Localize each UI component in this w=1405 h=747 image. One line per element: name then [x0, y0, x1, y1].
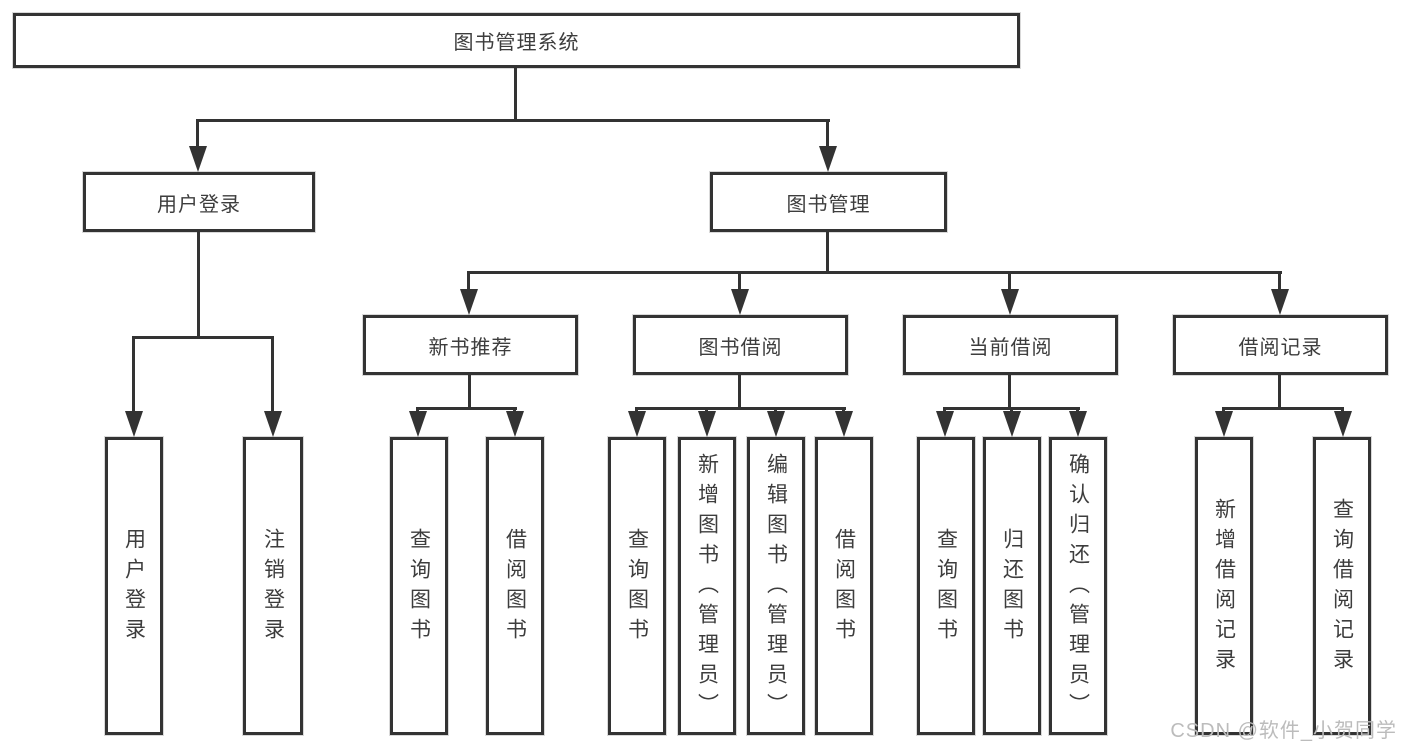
arrow-down-icon [835, 411, 853, 437]
arrow-down-icon [1003, 411, 1021, 437]
connector-line [468, 375, 471, 410]
node-return-books: 归还图书 [983, 437, 1041, 735]
node-logout: 注销登录 [243, 437, 303, 735]
connector-line [196, 119, 199, 150]
connector-line [738, 271, 741, 293]
connector-line [196, 119, 830, 122]
node-current-borrowing: 当前借阅 [903, 315, 1118, 375]
connector-line [635, 407, 846, 410]
arrow-down-icon [1215, 411, 1233, 437]
arrow-down-icon [189, 146, 207, 172]
arrow-down-icon [819, 146, 837, 172]
arrow-down-icon [1069, 411, 1087, 437]
node-query-borrow-record: 查询借阅记录 [1313, 437, 1371, 735]
node-borrow-books: 借阅图书 [815, 437, 873, 735]
node-user-login: 用户登录 [83, 172, 315, 232]
arrow-down-icon [125, 411, 143, 437]
node-query-books-recommend: 查询图书 [390, 437, 448, 735]
connector-line [826, 119, 829, 150]
connector-line [467, 271, 1282, 274]
arrow-down-icon [628, 411, 646, 437]
connector-line [132, 336, 274, 339]
connector-line [1278, 271, 1281, 293]
connector-line [826, 232, 829, 274]
arrow-down-icon [506, 411, 524, 437]
connector-line [132, 336, 135, 415]
connector-line [1278, 375, 1281, 410]
csdn-watermark: CSDN @软件_小贺同学 [1170, 720, 1397, 742]
arrow-down-icon [1271, 289, 1289, 315]
arrow-down-icon [936, 411, 954, 437]
node-user-login-leaf: 用户登录 [105, 437, 163, 735]
connector-line [738, 375, 741, 410]
connector-line [467, 271, 470, 293]
node-book-borrowing: 图书借阅 [633, 315, 848, 375]
node-query-books-current: 查询图书 [917, 437, 975, 735]
arrow-down-icon [767, 411, 785, 437]
connector-line [514, 68, 517, 122]
connector-line [1008, 375, 1011, 410]
connector-line [271, 336, 274, 415]
connector-line [416, 407, 517, 410]
connector-line [197, 232, 200, 339]
node-new-book-recommend: 新书推荐 [363, 315, 578, 375]
node-borrowing-records: 借阅记录 [1173, 315, 1388, 375]
arrow-down-icon [264, 411, 282, 437]
node-add-books-admin: 新增图书（管理员） [678, 437, 736, 735]
arrow-down-icon [731, 289, 749, 315]
node-library-management-system: 图书管理系统 [13, 13, 1020, 68]
connector-line [1008, 271, 1011, 293]
node-confirm-return-admin: 确认归还（管理员） [1049, 437, 1107, 735]
connector-line [1222, 407, 1344, 410]
node-borrow-books-recommend: 借阅图书 [486, 437, 544, 735]
arrow-down-icon [1001, 289, 1019, 315]
node-book-management: 图书管理 [710, 172, 947, 232]
node-edit-books-admin: 编辑图书（管理员） [747, 437, 805, 735]
arrow-down-icon [698, 411, 716, 437]
arrow-down-icon [1334, 411, 1352, 437]
node-add-borrow-record: 新增借阅记录 [1195, 437, 1253, 735]
arrow-down-icon [409, 411, 427, 437]
arrow-down-icon [460, 289, 478, 315]
node-query-books-borrowing: 查询图书 [608, 437, 666, 735]
